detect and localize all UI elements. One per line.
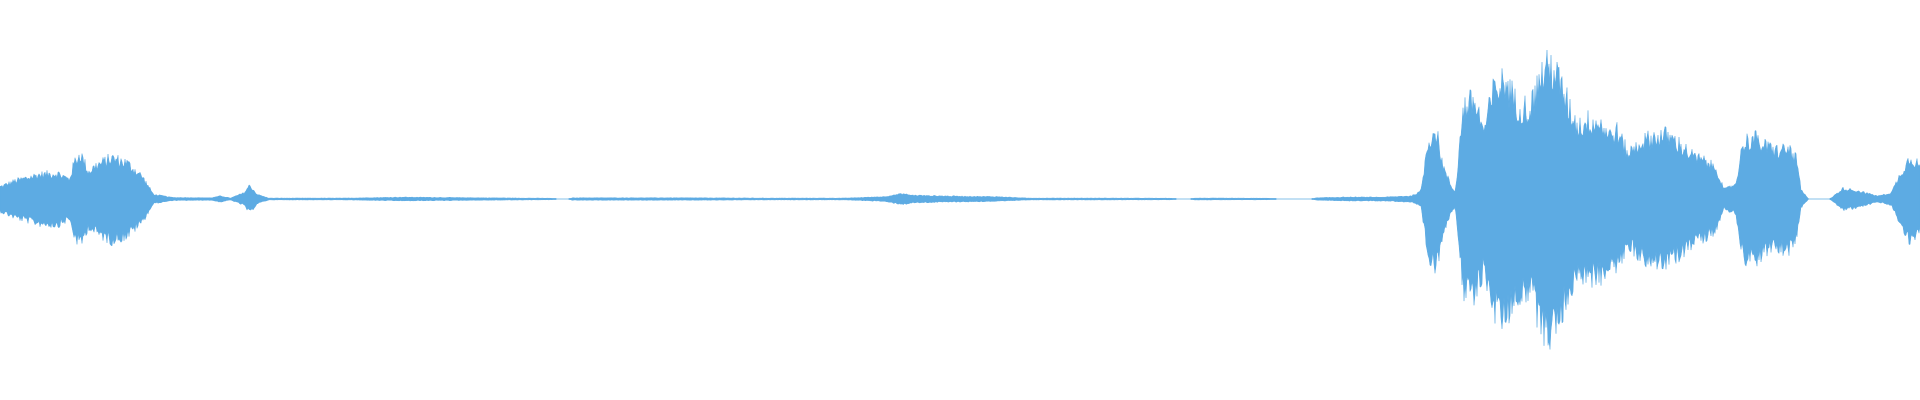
waveform-path: [0, 49, 1920, 350]
